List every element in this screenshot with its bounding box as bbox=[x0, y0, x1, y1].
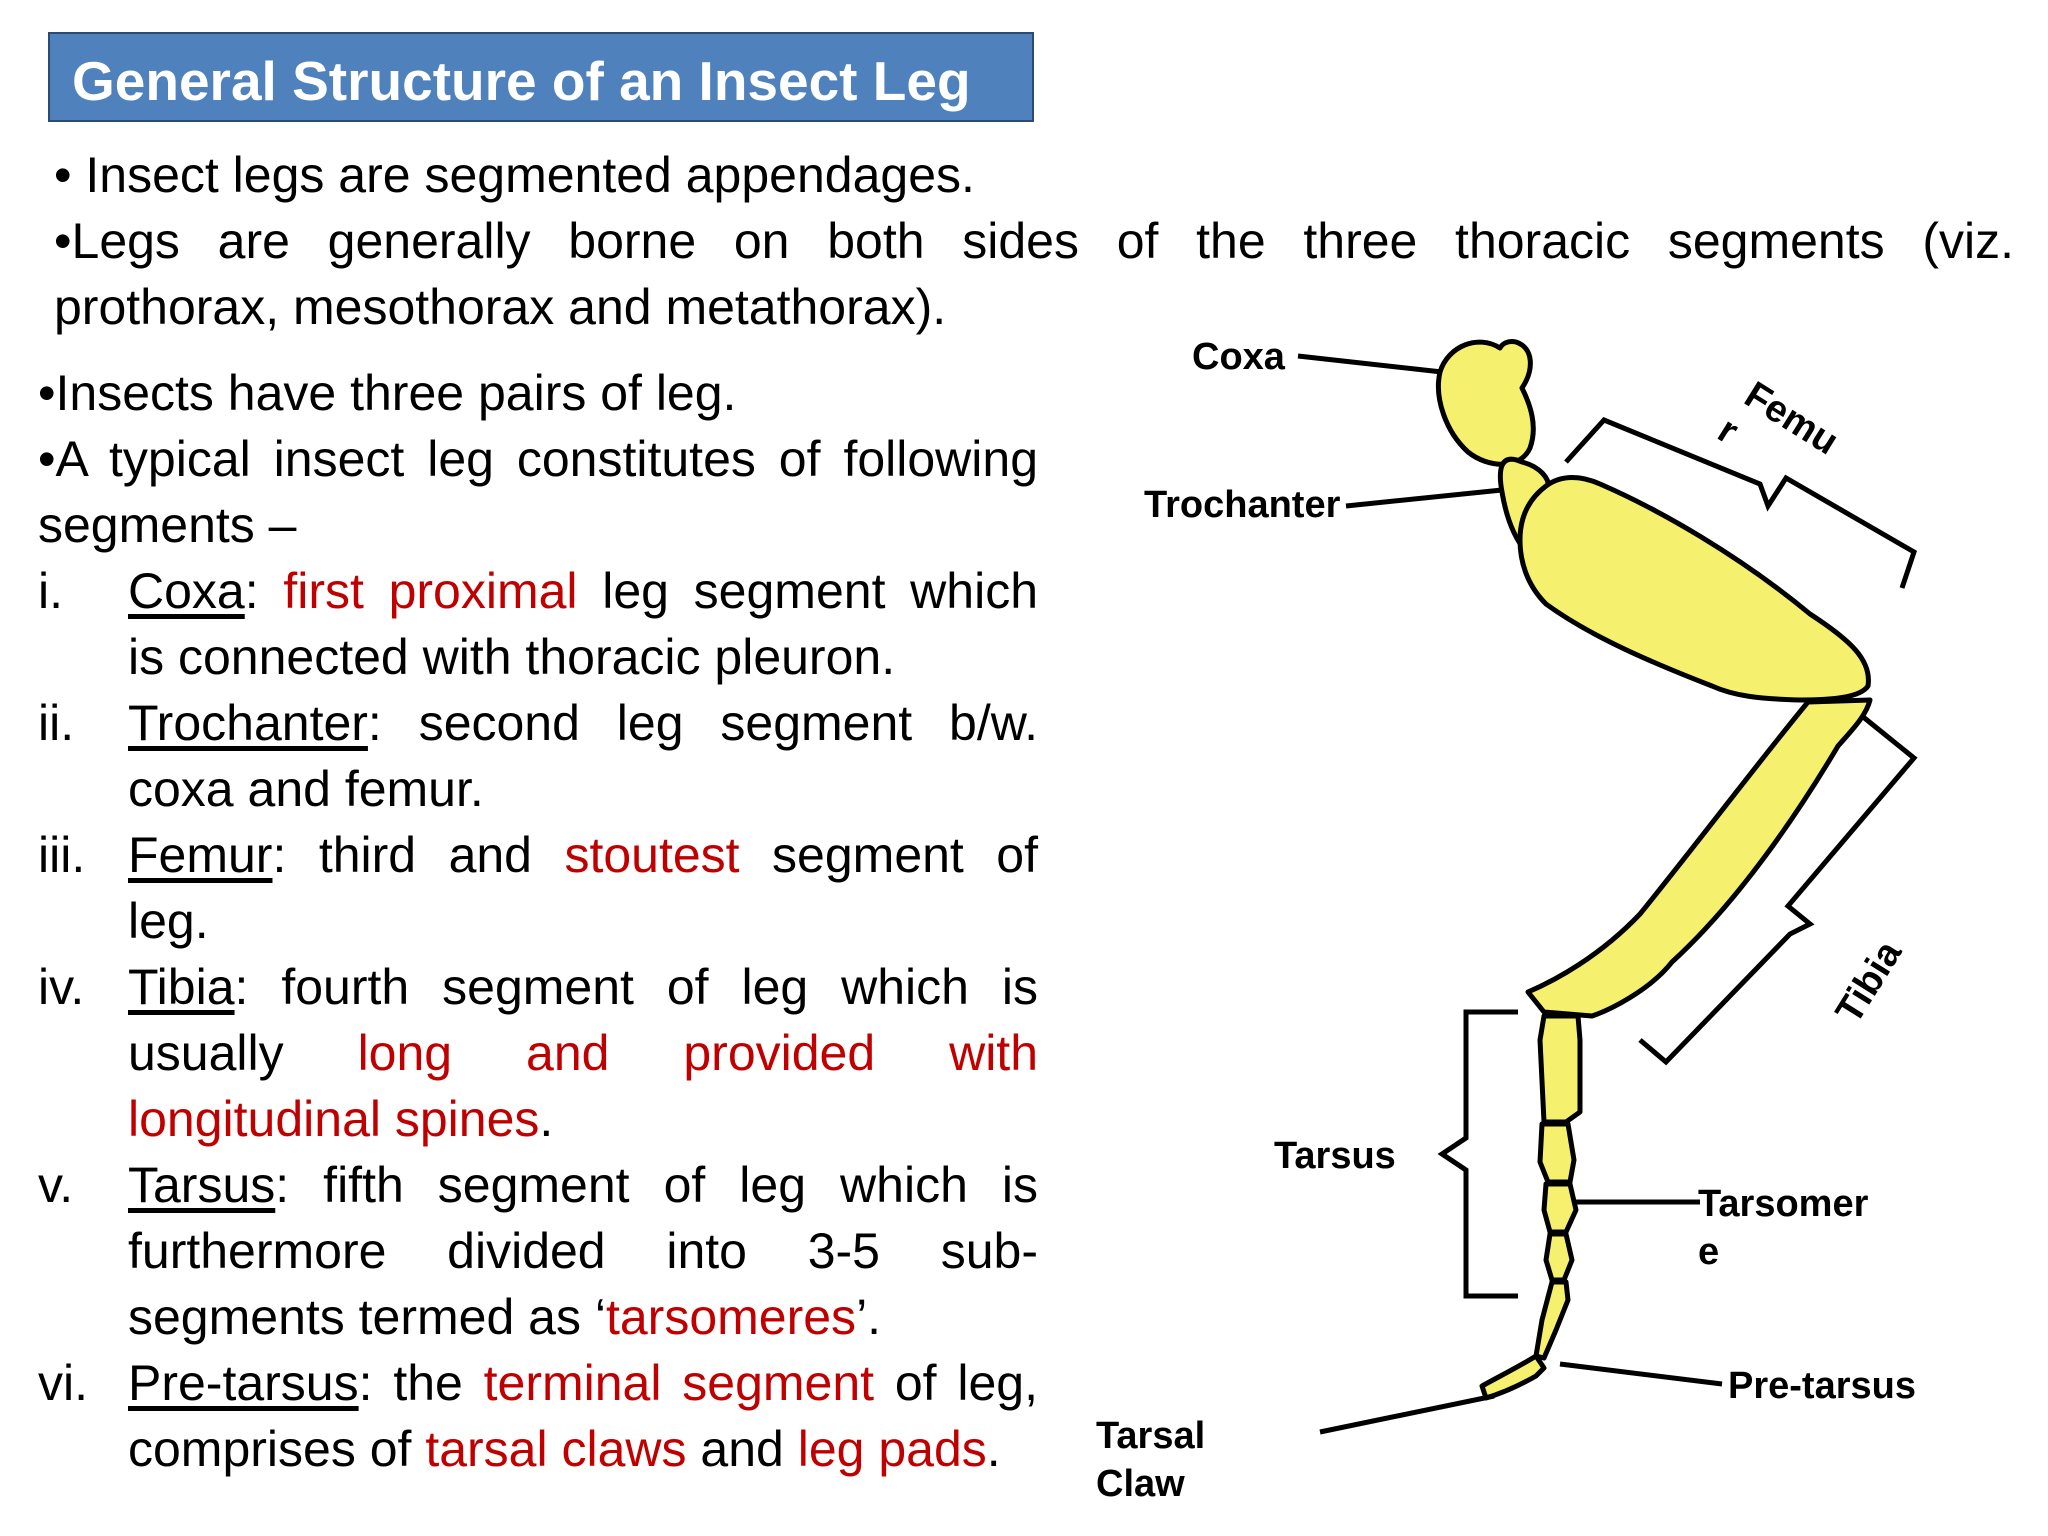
segment-coxa: i. Coxa: first proximal leg segment whic… bbox=[38, 558, 1038, 690]
segment-name: Pre-tarsus bbox=[128, 1355, 359, 1411]
segment-tarsus: v. Tarsus: fifth segment of leg which is… bbox=[38, 1152, 1038, 1350]
tarsomere-4 bbox=[1543, 1231, 1575, 1283]
segment-femur: iii. Femur: third and stoutest segment o… bbox=[38, 822, 1038, 954]
svg-text:Femu: Femu bbox=[1737, 374, 1845, 463]
tarsal-claw-label-line1: Tarsal bbox=[1096, 1415, 1205, 1457]
segment-number: vi. bbox=[38, 1355, 88, 1411]
tarsomere-3 bbox=[1541, 1181, 1579, 1235]
segment-name: Tarsus bbox=[128, 1157, 276, 1213]
highlight-text: tarsal claws bbox=[425, 1421, 687, 1477]
segment-name: Coxa bbox=[128, 563, 245, 619]
trochanter-label: Trochanter bbox=[1144, 484, 1341, 526]
intro-text: • Insect legs are segmented appendages. … bbox=[54, 142, 2014, 340]
label-lines bbox=[1297, 353, 1918, 1435]
tarsomere-label-line1: Tarsomer bbox=[1698, 1183, 1869, 1225]
coxa-pointer bbox=[1297, 353, 1443, 375]
femur-label: Femu r bbox=[1711, 374, 1846, 463]
bullet-borne-line1: •Legs are generally borne on both sides … bbox=[54, 213, 2014, 269]
segment-tibia: iv. Tibia: fourth segment of leg which i… bbox=[38, 954, 1038, 1152]
tibia-shape bbox=[1525, 697, 1873, 1019]
segment-name: Tibia bbox=[128, 959, 235, 1015]
highlight-text: first proximal bbox=[283, 563, 578, 619]
tarsal-claw-label-line2: Claw bbox=[1096, 1463, 1185, 1505]
segment-number: iv. bbox=[38, 959, 85, 1015]
bullet-three-pairs: •Insects have three pairs of leg. bbox=[38, 365, 737, 421]
tarsomere-5 bbox=[1533, 1279, 1571, 1361]
page-title: General Structure of an Insect Leg bbox=[72, 50, 971, 112]
highlight-text: leg pads bbox=[797, 1421, 987, 1477]
femur-bracket bbox=[1564, 417, 1918, 589]
segment-number: ii. bbox=[38, 695, 75, 751]
tarsomere-2 bbox=[1537, 1121, 1577, 1185]
bullet-typical-line2: segments – bbox=[38, 497, 297, 553]
segment-number: i. bbox=[38, 563, 63, 619]
tibia-label: Tibia bbox=[1828, 933, 1911, 1031]
segment-pretarsus: vi. Pre-tarsus: the terminal segment of … bbox=[38, 1350, 1038, 1482]
coxa-shape bbox=[1435, 339, 1536, 467]
tarsomere-1 bbox=[1537, 1013, 1583, 1125]
pretarsus-pointer bbox=[1559, 1361, 1723, 1387]
bullet-typical-line1: •A typical insect leg constitutes of fol… bbox=[38, 431, 1038, 487]
pretarsus-label: Pre-tarsus bbox=[1728, 1365, 1916, 1407]
highlight-text: tarsomeres bbox=[605, 1289, 857, 1345]
segment-name: Femur bbox=[128, 827, 273, 883]
tarsus-label: Tarsus bbox=[1274, 1135, 1396, 1177]
bullet-segmented: • Insect legs are segmented appendages. bbox=[54, 147, 975, 203]
segment-number: v. bbox=[38, 1157, 74, 1213]
tibia-bracket bbox=[1638, 714, 1918, 1066]
tarsomere-label-line2: e bbox=[1698, 1231, 1719, 1273]
highlight-text: long and provided with bbox=[357, 1025, 1038, 1081]
segment-number: iii. bbox=[38, 827, 86, 883]
segment-name: Trochanter bbox=[128, 695, 368, 751]
svg-text:r: r bbox=[1711, 409, 1746, 453]
highlight-text: longitudinal spines bbox=[128, 1091, 540, 1147]
femur-shape bbox=[1517, 475, 1871, 703]
highlight-text: terminal segment bbox=[483, 1355, 875, 1411]
bullet-borne-line2: prothorax, mesothorax and metathorax). bbox=[54, 279, 947, 335]
leg-drawing bbox=[1435, 339, 1873, 1401]
segment-list: •Insects have three pairs of leg. •A typ… bbox=[38, 360, 1038, 1482]
tarsus-bracket bbox=[1437, 1009, 1518, 1299]
segment-trochanter: ii. Trochanter: second leg segment b/w. … bbox=[38, 690, 1038, 822]
highlight-text: stoutest bbox=[564, 827, 740, 883]
title-box: General Structure of an Insect Leg bbox=[48, 32, 1034, 122]
trochanter-pointer bbox=[1345, 487, 1503, 509]
coxa-label: Coxa bbox=[1192, 336, 1286, 378]
tarsal-claw-shape bbox=[1479, 1353, 1547, 1401]
tarsal-claw-pointer bbox=[1319, 1393, 1495, 1435]
